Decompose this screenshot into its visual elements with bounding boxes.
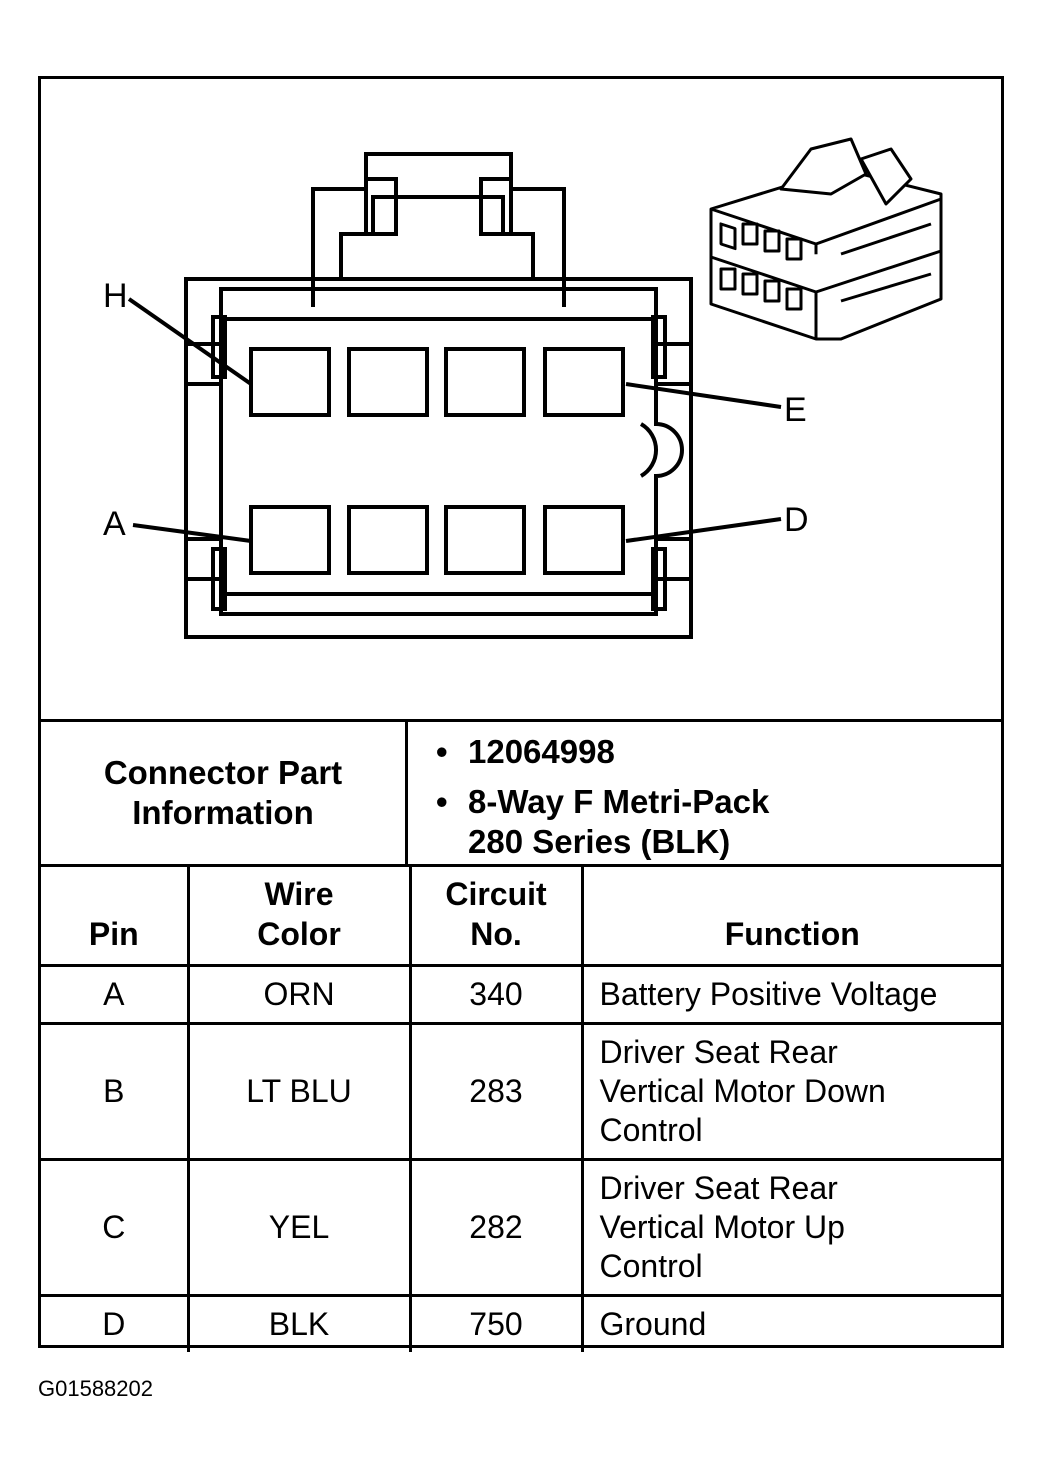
pin-cell: B: [41, 1021, 190, 1161]
cavity-c: [444, 505, 526, 575]
figure-id: G01588202: [38, 1376, 153, 1401]
wire-color-cell: YEL: [186, 1157, 412, 1297]
function-cell: Driver Seat Rear Vertical Motor Up Contr…: [580, 1157, 1001, 1297]
callout-a: A: [103, 505, 126, 543]
info-label-line2: Information: [132, 794, 314, 831]
bullet: •: [436, 783, 448, 820]
table-row: C YEL 282 Driver Seat Rear Vertical Moto…: [41, 1157, 1001, 1297]
function-cell: Driver Seat Rear Vertical Motor Down Con…: [580, 1021, 1001, 1161]
pin-cell: D: [41, 1293, 190, 1352]
connector-description-item: • 8-Way F Metri-Pack 280 Series (BLK): [436, 782, 1001, 862]
table-row: D BLK 750 Ground: [41, 1293, 1001, 1352]
cavity-a: [249, 505, 331, 575]
callout-d: D: [784, 501, 809, 539]
part-number-item: • 12064998: [436, 732, 1001, 772]
description-line2: 280 Series (BLK): [468, 823, 731, 860]
connector-part-info: Connector Part Information • 12064998 • …: [41, 719, 1001, 867]
callout-h: H: [103, 277, 128, 315]
wire-color-cell: BLK: [186, 1293, 412, 1352]
wire-color-cell: ORN: [186, 963, 412, 1025]
connector-part-info-label: Connector Part Information: [41, 722, 408, 864]
table-row: B LT BLU 283 Driver Seat Rear Vertical M…: [41, 1021, 1001, 1161]
cavity-e: [543, 347, 625, 417]
part-number: 12064998: [468, 733, 615, 770]
connector-latch: [311, 152, 566, 307]
pin-cell: A: [41, 963, 190, 1025]
circuit-cell: 282: [408, 1157, 584, 1297]
connector-housing: [184, 277, 693, 639]
function-cell: Battery Positive Voltage: [580, 963, 1001, 1025]
header-pin: Pin: [41, 867, 190, 967]
cavity-b: [347, 505, 429, 575]
cavity-row-bottom: [249, 505, 625, 575]
circuit-cell: 340: [408, 963, 584, 1025]
cavity-row-top: [249, 347, 625, 417]
circuit-cell: 283: [408, 1021, 584, 1161]
function-cell: Ground: [580, 1293, 1001, 1352]
circuit-cell: 750: [408, 1293, 584, 1352]
header-function: Function: [580, 867, 1001, 967]
description-line1: 8-Way F Metri-Pack: [468, 783, 770, 820]
connector-part-info-list: • 12064998 • 8-Way F Metri-Pack 280 Seri…: [408, 722, 1001, 864]
cavity-f: [444, 347, 526, 417]
connector-isometric-view: [709, 137, 943, 341]
callout-e: E: [784, 391, 807, 429]
table-row: A ORN 340 Battery Positive Voltage: [41, 963, 1001, 1025]
pin-cell: C: [41, 1157, 190, 1297]
cavity-d: [543, 505, 625, 575]
info-label-line1: Connector Part: [103, 754, 343, 791]
wire-color-cell: LT BLU: [186, 1021, 412, 1161]
bullet: •: [436, 733, 448, 770]
connector-figure-frame: H E A D Connector Part Informa: [38, 76, 1004, 1352]
connector-face-diagram: H E A D: [103, 137, 943, 639]
cavity-h: [249, 347, 331, 417]
cavity-g: [347, 347, 429, 417]
